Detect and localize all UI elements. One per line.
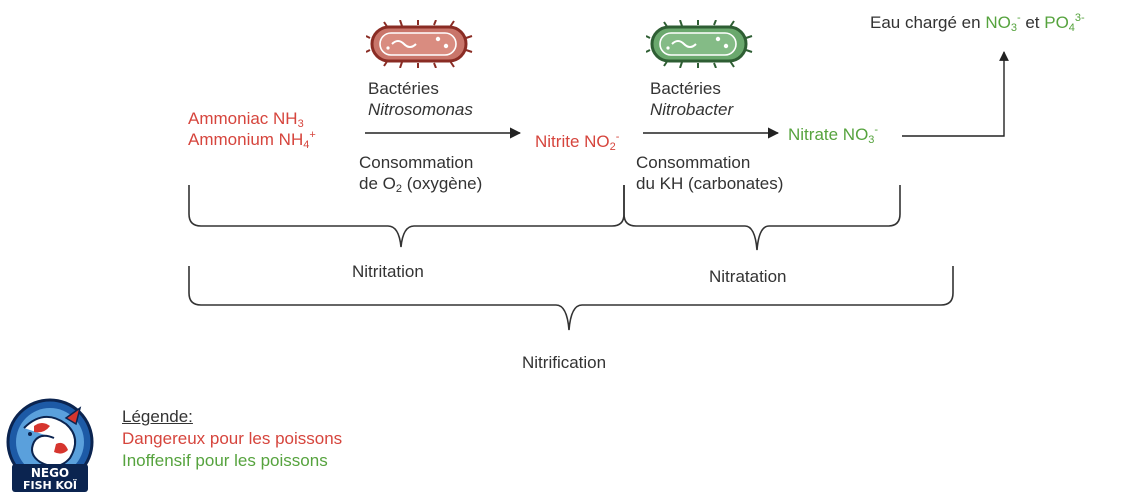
logo-line2: FISH KOÏ [23, 478, 77, 492]
nitrite-label: Nitrite NO2- [535, 131, 620, 153]
consumption2-line2: du KH (carbonates) [636, 174, 784, 193]
bacteria2-label: Bactéries Nitrobacter [650, 78, 733, 120]
outflow-no3-sup: - [1016, 12, 1021, 24]
consumption2-line1: Consommation [636, 153, 751, 172]
outflow-po4: PO43- [1044, 12, 1085, 34]
consumption1-label: Consommation de O2 (oxygène) [359, 152, 483, 195]
consumption2-label: Consommation du KH (carbonates) [636, 152, 783, 194]
nitrate-label: Nitrate NO3- [788, 124, 879, 146]
nitrite-sub: 2 [609, 141, 616, 153]
bacteria1-label: Bactéries Nitrosomonas [368, 78, 473, 120]
legend-title: Légende: [122, 407, 193, 426]
nitrate-sub: 3 [868, 134, 875, 146]
outflow-po4-text: PO [1044, 13, 1069, 32]
outflow-prefix: Eau chargé en [870, 13, 986, 32]
bacteria1-line1: Bactéries [368, 79, 439, 98]
brace-nitratation [623, 185, 901, 251]
nego-fish-koi-logo: NEGO FISH KOÏ [6, 398, 94, 492]
outflow-no3-sub: 3 [1010, 22, 1017, 34]
bacteria2-line2: Nitrobacter [650, 100, 734, 119]
legend-danger: Dangereux pour les poissons [122, 429, 343, 448]
ammoniac-line: Ammoniac NH3 [188, 108, 316, 130]
consumption1-o-sub: 2 [395, 183, 402, 195]
label-nitritation: Nitritation [352, 262, 424, 281]
ammoniac-text: Ammoniac NH [188, 109, 298, 128]
consumption1-oxygen-text: (oxygène) [401, 174, 483, 193]
outflow-no3: NO3- [985, 12, 1021, 34]
outflow-mid: et [1020, 13, 1045, 32]
ammoniac-sub: 3 [297, 118, 304, 130]
brace-nitritation [188, 185, 625, 248]
outflow-po4-sub: 4 [1068, 22, 1075, 34]
consumption1-line2: de O2 (oxygène) [359, 173, 483, 195]
ammonium-text: Ammonium NH [188, 130, 304, 149]
nitrite-text: Nitrite NO [535, 132, 610, 151]
logo-line1: NEGO [31, 466, 69, 480]
label-nitratation: Nitratation [709, 267, 787, 286]
ammonia-label: Ammoniac NH3 Ammonium NH4+ [188, 108, 316, 151]
nitrate-text: Nitrate NO [788, 125, 869, 144]
legend-harmless: Inoffensif pour les poissons [122, 451, 328, 470]
label-nitrification: Nitrification [522, 353, 607, 372]
outflow-po4-sup: 3- [1074, 12, 1085, 24]
consumption1-line1: Consommation [359, 153, 474, 172]
bacteria-nitrobacter-icon [646, 20, 753, 68]
bacteria-nitrosomonas-icon [366, 20, 473, 68]
nitrite-sup: - [615, 131, 620, 143]
ammonium-sup: + [309, 129, 316, 141]
consumption1-o-text: de O [359, 174, 396, 193]
outflow-no3-text: NO [985, 13, 1011, 32]
brace-nitrification [188, 266, 954, 331]
outflow-label: Eau chargé en NO3- et PO43- [870, 12, 1085, 34]
bacteria1-line2: Nitrosomonas [368, 100, 473, 119]
ammonium-line: Ammonium NH4+ [188, 129, 316, 151]
arrow-nitrate-to-outflow [902, 51, 1009, 137]
nitrate-sup: - [874, 124, 879, 136]
bacteria2-line1: Bactéries [650, 79, 721, 98]
ammonium-sub: 4 [303, 139, 310, 151]
